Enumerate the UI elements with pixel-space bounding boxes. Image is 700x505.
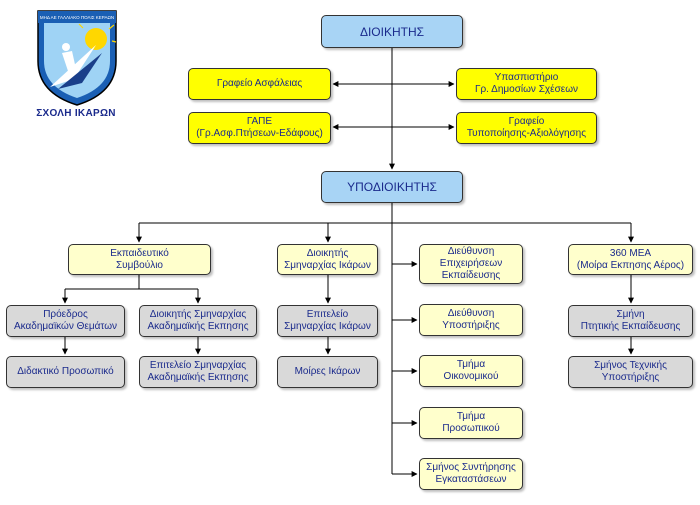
- node-label-line: Πτητικής Εκπαίδευσης: [580, 321, 681, 332]
- school-emblem-icon: ΜΗΔ ΑΕ ΓΑΛΛΙΑΚΟ ΠΟΛΙΣ ΚΕΡΑΩΝ: [37, 10, 117, 106]
- node-ikaron-squadrons: Μοίρες Ικάρων: [277, 356, 378, 388]
- node-teaching-staff: Διδακτικό Προσωπικό: [6, 356, 125, 388]
- node-label-line: Μοίρες Ικάρων: [294, 366, 361, 377]
- node-label-line: Οικονομικού: [443, 371, 499, 382]
- node-label-line: Εκπαίδευσης: [441, 270, 501, 281]
- node-label-line: Σμηναρχίας Ικάρων: [284, 321, 371, 332]
- node-deputy-commander: ΥΠΟΔΙΟΙΚΗΤΗΣ: [321, 171, 463, 203]
- node-label-line: Υποστήριξης: [442, 320, 500, 331]
- node-label-line: Διεύθυνση: [447, 246, 495, 257]
- node-label-line: Τμήμα: [456, 359, 486, 370]
- emblem-arc-text: ΜΗΔ ΑΕ ΓΑΛΛΙΑΚΟ ΠΟΛΙΣ ΚΕΡΑΩΝ: [40, 15, 114, 20]
- node-360-mea: 360 ΜΕΑ(Μοίρα Εκπησης Αέρος): [568, 244, 693, 275]
- node-label-line: Διοικητής: [306, 247, 349, 259]
- node-label-line: (Μοίρα Εκπησης Αέρος): [576, 259, 685, 271]
- node-label-line: Γραφείο: [508, 116, 545, 127]
- node-label-line: Γραφείο Ασφάλειας: [216, 78, 303, 89]
- node-label-line: Τμήμα: [456, 411, 486, 422]
- node-label-line: Επιτελείο Σμηναρχίας: [149, 360, 247, 371]
- node-label-line: Ακαδημαϊκής Εκπησης: [147, 321, 249, 332]
- node-label-line: Υπασπιστήριο: [494, 72, 559, 83]
- node-label-line: Σμήνη: [616, 309, 645, 320]
- node-label-line: Προσωπικού: [442, 423, 500, 434]
- node-gape: ΓΑΠΕ(Γρ.Ασφ.Πτήσεων-Εδάφους): [188, 112, 331, 144]
- node-label-line: Συμβούλιο: [116, 259, 163, 271]
- node-label-line: Σμήνος Συντήρησης: [426, 462, 516, 473]
- node-label-line: Διοικητής Σμηναρχίας: [149, 309, 247, 320]
- node-label-line: ΥΠΟΔΙΟΙΚΗΤΗΣ: [347, 180, 437, 194]
- node-label-line: Υποστήριξης: [601, 372, 660, 383]
- node-label-line: Εκπαιδευτικό: [110, 247, 169, 259]
- node-label-line: Διεύθυνση: [447, 308, 495, 319]
- node-label-line: 360 ΜΕΑ: [609, 247, 652, 259]
- node-security-office: Γραφείο Ασφάλειας: [188, 68, 331, 100]
- node-label-line: ΓΑΠΕ: [246, 116, 273, 127]
- node-label-line: Επιχειρήσεων: [439, 258, 503, 269]
- node-label-line: Σμήνος Τεχνικής: [594, 360, 667, 371]
- node-label-line: Γρ. Δημοσίων Σχέσεων: [474, 84, 579, 95]
- node-label-line: (Γρ.Ασφ.Πτήσεων-Εδάφους): [196, 128, 323, 139]
- node-label-line: Ακαδημαϊκής Εκπησης: [147, 372, 249, 383]
- node-label-line: Σμηναρχίας Ικάρων: [284, 259, 371, 271]
- node-label-line: Επιτελείο: [306, 309, 349, 320]
- node-label-line: Εγκαταστάσεων: [435, 474, 507, 485]
- node-label-line: ΔΙΟΙΚΗΤΗΣ: [359, 24, 425, 39]
- node-label-line: Ακαδημαϊκών Θεμάτων: [13, 321, 118, 332]
- node-label-line: Διδακτικό Προσωπικό: [17, 366, 114, 377]
- school-name: ΣΧΟΛΗ ΙΚΑΡΩΝ: [36, 108, 116, 119]
- node-commander: ΔΙΟΙΚΗΤΗΣ: [321, 15, 463, 48]
- node-label-line: Πρόεδρος: [43, 309, 88, 320]
- node-label-line: Τυποποίησης-Αξιολόγησης: [466, 128, 587, 139]
